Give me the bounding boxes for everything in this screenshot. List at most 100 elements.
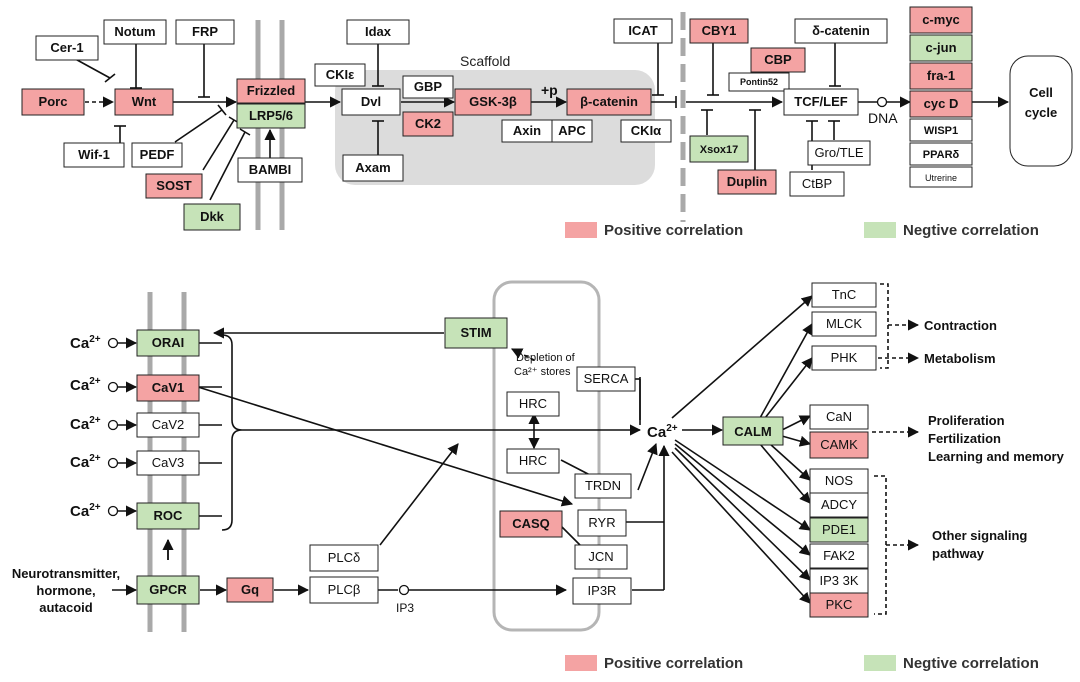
node-dcat: δ-catenin	[794, 18, 888, 44]
node-pkc: PKC	[809, 592, 869, 618]
svg-text:CALM: CALM	[734, 424, 772, 439]
node-tcf: TCF/LEF	[783, 88, 859, 116]
node-cell-cycle: Cell cycle	[1009, 55, 1073, 167]
svg-text:Ca2+: Ca2+	[647, 423, 678, 441]
svg-text:SERCA: SERCA	[584, 371, 629, 386]
dna-label: DNA	[868, 110, 898, 126]
svg-text:cyc D: cyc D	[924, 96, 959, 111]
node-idax: Idax	[346, 19, 410, 45]
svg-text:ROC: ROC	[154, 508, 184, 523]
outcome-labels: Contraction Metabolism Proliferation Fer…	[924, 318, 1065, 561]
node-adcy: ADCY	[809, 492, 869, 518]
svg-text:Ca2+: Ca2+	[70, 415, 101, 433]
svg-text:ICAT: ICAT	[628, 23, 657, 38]
node-orai: ORAI	[136, 329, 200, 357]
svg-text:Ca2+: Ca2+	[70, 334, 101, 352]
node-cmyc: c-myc	[909, 6, 973, 34]
node-cjun: c-jun	[909, 34, 973, 62]
node-apc: APC	[551, 119, 593, 143]
node-ctbp: CtBP	[789, 171, 845, 197]
node-ip33k: IP3 3K	[809, 568, 869, 594]
node-hrc1: HRC	[506, 391, 560, 417]
legend-bottom: Positive correlation Negtive correlation	[565, 655, 1039, 672]
svg-text:Ca2+: Ca2+	[70, 376, 101, 394]
node-ppard: PPARδ	[909, 142, 973, 166]
svg-text:CKIα: CKIα	[631, 123, 661, 138]
svg-text:Wnt: Wnt	[132, 94, 157, 109]
node-grotle: Gro/TLE	[807, 140, 871, 166]
depletion-label-2: Ca²⁺ stores	[514, 366, 571, 378]
ca-center-label: Ca2+	[647, 423, 678, 441]
node-hrc2: HRC	[506, 448, 560, 474]
node-duplin: Duplin	[717, 169, 777, 195]
svg-text:Frizzled: Frizzled	[247, 83, 295, 98]
node-notum: Notum	[103, 19, 167, 45]
svg-text:STIM: STIM	[460, 325, 491, 340]
plus-p-label: +p	[541, 82, 558, 98]
node-utrerine: Utrerine	[909, 166, 973, 188]
node-cav2: CaV2	[136, 412, 200, 438]
outcome-metabolism: Metabolism	[924, 351, 996, 366]
svg-text:GPCR: GPCR	[149, 582, 187, 597]
node-gq: Gq	[226, 577, 274, 603]
svg-text:PPARδ: PPARδ	[923, 149, 960, 161]
svg-text:Ca2+: Ca2+	[70, 502, 101, 520]
node-pedf: PEDF	[131, 142, 183, 168]
svg-text:Notum: Notum	[114, 24, 155, 39]
svg-text:Wif-1: Wif-1	[78, 147, 110, 162]
ca-inputs: Ca2+ Ca2+ Ca2+ Ca2+ Ca2+	[70, 334, 101, 520]
svg-text:Ca2+: Ca2+	[70, 453, 101, 471]
node-wif1: Wif-1	[63, 142, 125, 168]
svg-text:PLCβ: PLCβ	[328, 582, 361, 597]
node-wnt: Wnt	[114, 88, 174, 116]
node-gpcr: GPCR	[136, 575, 200, 605]
svg-text:HRC: HRC	[519, 396, 547, 411]
svg-text:PLCδ: PLCδ	[328, 550, 361, 565]
svg-text:Neurotransmitter,: Neurotransmitter,	[12, 566, 120, 581]
svg-text:JCN: JCN	[588, 549, 613, 564]
node-dvl: Dvl	[341, 88, 401, 116]
svg-text:fra-1: fra-1	[927, 68, 955, 83]
scaffold-label: Scaffold	[460, 53, 510, 69]
node-fra1: fra-1	[909, 62, 973, 90]
node-ryr: RYR	[577, 509, 627, 537]
svg-text:MLCK: MLCK	[826, 316, 862, 331]
outcome-other-1: Other signaling	[932, 528, 1027, 543]
node-gsk: GSK-3β	[454, 88, 532, 116]
node-jcn: JCN	[574, 544, 628, 570]
svg-text:Pontin52: Pontin52	[740, 77, 778, 87]
node-mlck: MLCK	[811, 311, 877, 337]
svg-text:TnC: TnC	[832, 287, 857, 302]
node-bambi: BAMBI	[237, 157, 303, 183]
svg-text:CKIε: CKIε	[326, 67, 355, 82]
svg-text:HRC: HRC	[519, 453, 547, 468]
node-icat: ICAT	[613, 18, 673, 44]
ip3-label: IP3	[396, 601, 414, 615]
svg-text:Dvl: Dvl	[361, 94, 381, 109]
svg-text:CBP: CBP	[764, 52, 792, 67]
svg-text:RYR: RYR	[588, 515, 615, 530]
outcome-proliferation: Proliferation	[928, 413, 1005, 428]
svg-text:Gro/TLE: Gro/TLE	[814, 145, 863, 160]
svg-text:Dkk: Dkk	[200, 209, 225, 224]
svg-text:Axin: Axin	[513, 123, 541, 138]
svg-text:CaN: CaN	[826, 409, 852, 424]
svg-text:IP3R: IP3R	[588, 583, 617, 598]
svg-text:Cer-1: Cer-1	[50, 40, 83, 55]
svg-text:Duplin: Duplin	[727, 174, 767, 189]
svg-text:Utrerine: Utrerine	[925, 173, 957, 183]
svg-text:FAK2: FAK2	[823, 548, 855, 563]
node-ckia: CKIα	[620, 119, 672, 143]
node-pontin: Pontin52	[728, 72, 790, 92]
svg-text:PHK: PHK	[831, 350, 858, 365]
node-frizzled: Frizzled	[236, 78, 306, 104]
node-casq: CASQ	[499, 510, 563, 538]
svg-text:CaV2: CaV2	[152, 417, 185, 432]
node-fak2: FAK2	[809, 543, 869, 569]
svg-text:APC: APC	[558, 123, 586, 138]
svg-text:Porc: Porc	[39, 94, 68, 109]
svg-text:CBY1: CBY1	[702, 23, 737, 38]
svg-text:cycle: cycle	[1025, 105, 1058, 120]
node-cav1: CaV1	[136, 374, 200, 402]
legend-positive-label: Positive correlation	[604, 222, 743, 239]
